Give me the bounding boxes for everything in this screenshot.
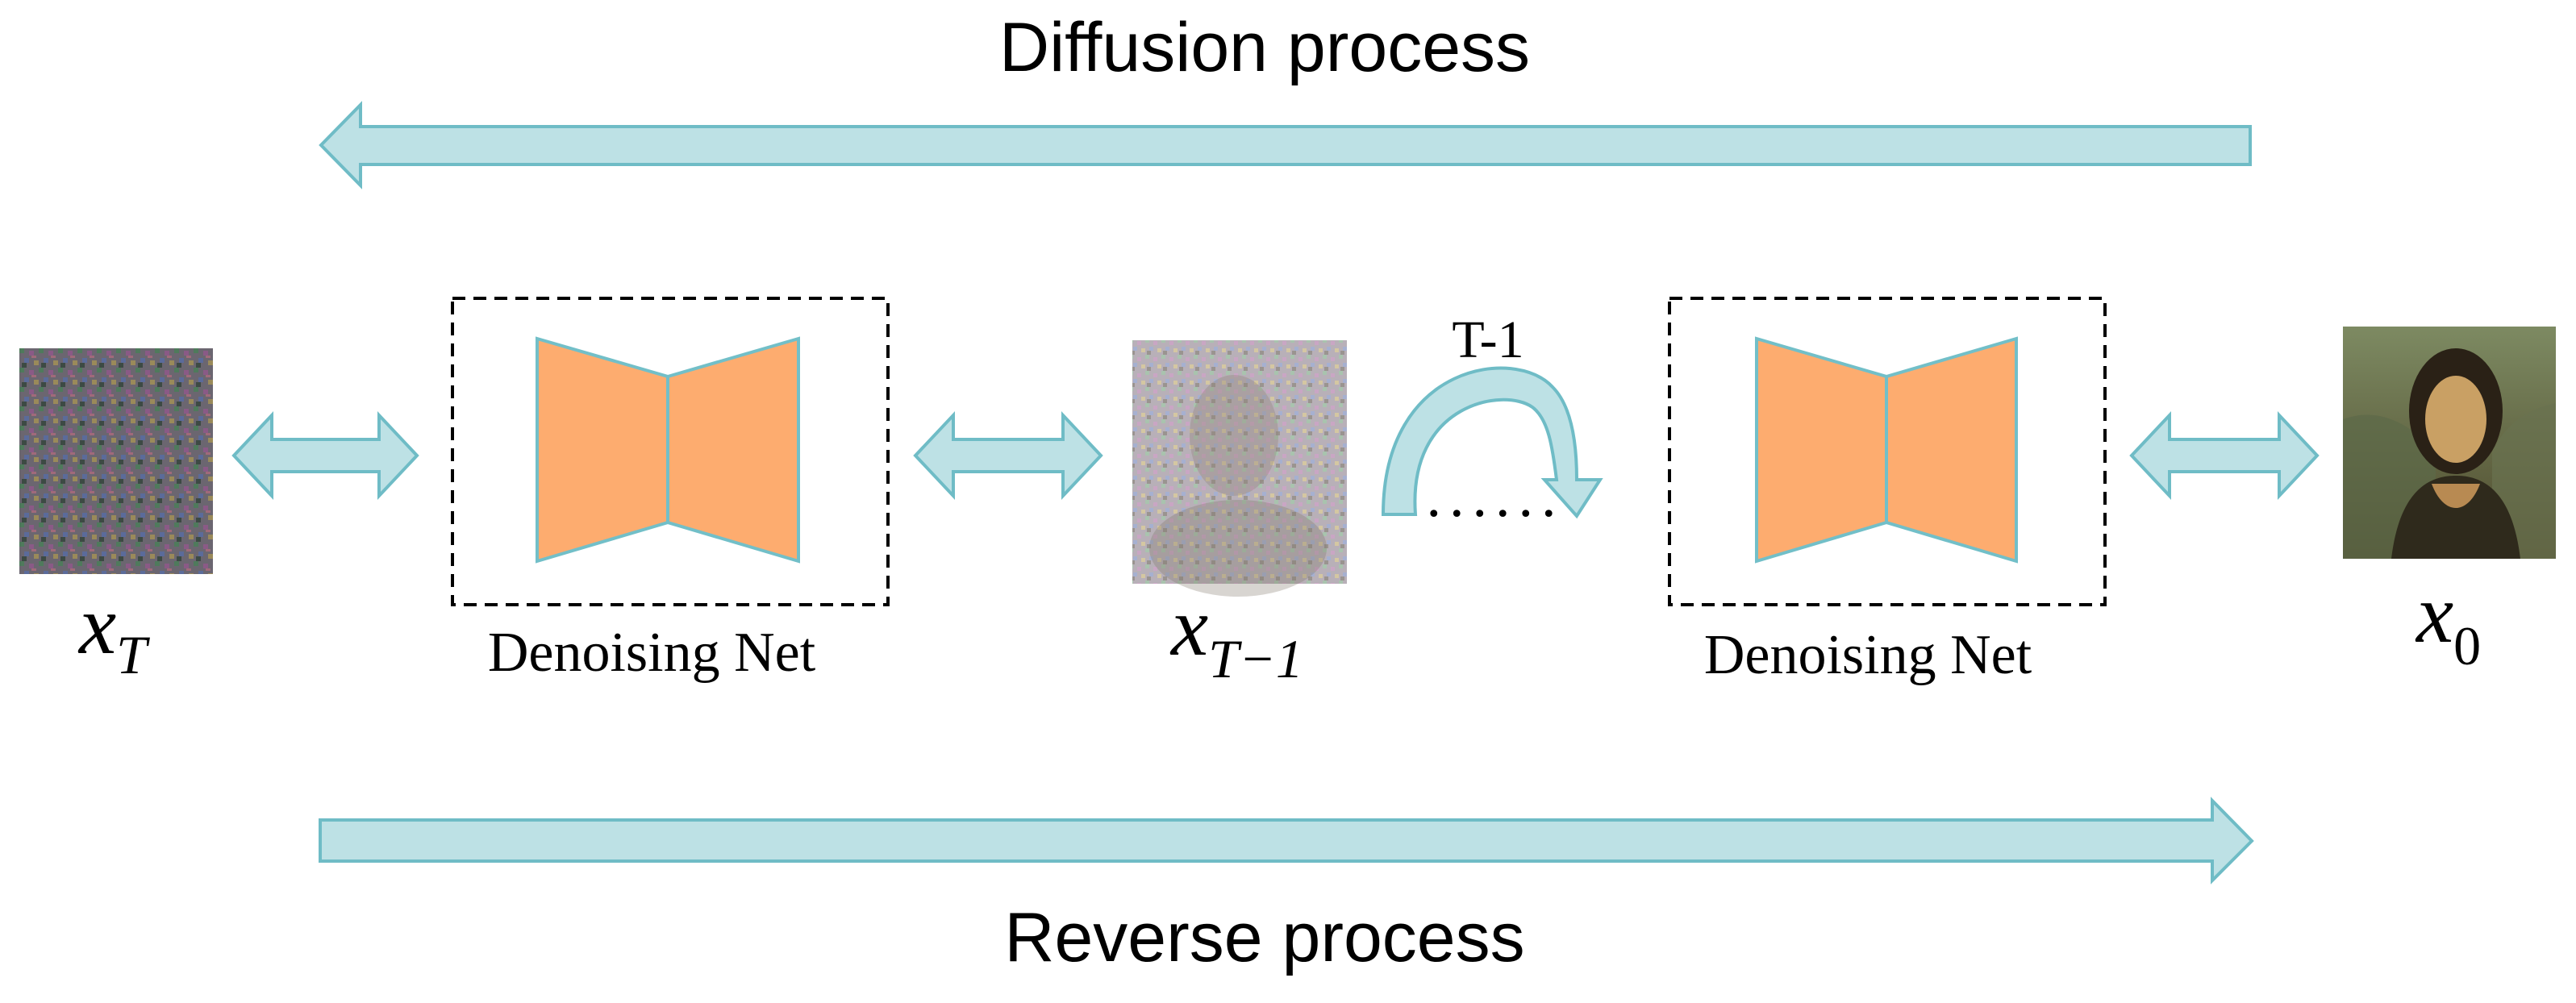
reverse-arrow (319, 797, 2254, 884)
denoising-net-label-2: Denoising Net (1704, 624, 2032, 686)
double-arrow-1 (231, 410, 419, 501)
reverse-process-label: Reverse process (1004, 899, 1524, 976)
loop-arrow (1381, 366, 1603, 519)
noisy-image-xT-1 (1132, 340, 1347, 597)
diffusion-process-label: Diffusion process (999, 9, 1530, 86)
label-xT: xT (77, 579, 150, 685)
loop-label: T-1 (1452, 310, 1524, 369)
clean-image-x0 (2343, 327, 2556, 559)
denoising-net-decoder-1 (666, 336, 800, 564)
noise-image-xT (19, 348, 213, 574)
denoising-net-encoder-1 (536, 336, 669, 564)
denoising-net-label-1: Denoising Net (488, 622, 816, 684)
denoising-net-encoder-2 (1755, 336, 1888, 564)
double-arrow-2 (913, 410, 1103, 501)
double-arrow-3 (2129, 410, 2320, 501)
denoising-net-box-2 (1668, 297, 2107, 606)
denoising-net-decoder-2 (1885, 336, 2018, 564)
label-x0: x0 (2415, 568, 2481, 676)
loop-ellipsis: ...... (1427, 464, 1565, 530)
diffusion-arrow (319, 101, 2252, 189)
label-xT-1: xT−1 (1169, 581, 1303, 689)
denoising-net-box-1 (451, 297, 890, 606)
